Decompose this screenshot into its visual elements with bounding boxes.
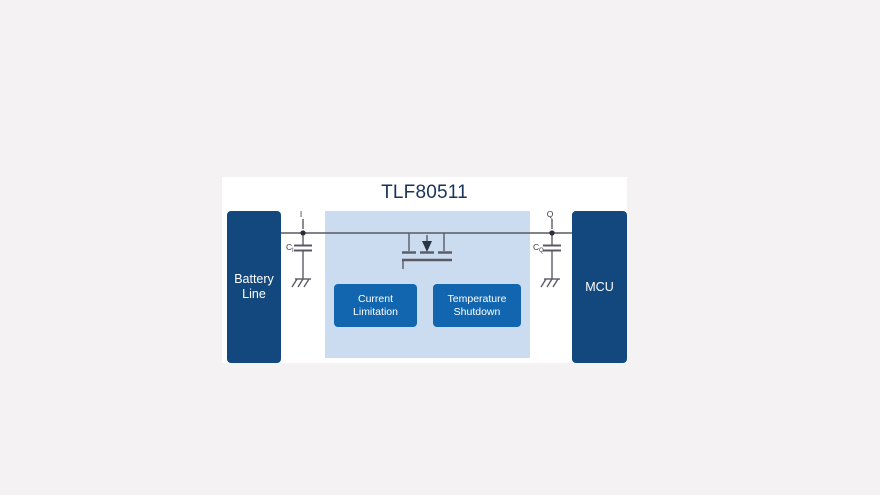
input-cap-label: C bbox=[286, 242, 292, 252]
block-battery-line-line2: Line bbox=[242, 287, 266, 301]
feature-temperature-shutdown-text: Temperature Shutdown bbox=[448, 293, 507, 319]
block-battery-line: Battery Line bbox=[227, 211, 281, 363]
block-battery-line-text: Battery Line bbox=[234, 272, 274, 302]
feature-temperature-shutdown: Temperature Shutdown bbox=[433, 284, 521, 327]
input-node-label: I bbox=[300, 209, 302, 219]
block-battery-line-line1: Battery bbox=[234, 272, 274, 286]
output-cap-subscript: Q bbox=[539, 248, 544, 254]
feature-current-limitation-line2: Limitation bbox=[353, 305, 398, 318]
input-cap-subscript: I bbox=[292, 248, 294, 254]
feature-current-limitation-text: Current Limitation bbox=[353, 293, 398, 319]
block-mcu-label: MCU bbox=[585, 279, 614, 294]
feature-current-limitation-line1: Current bbox=[357, 292, 393, 305]
diagram-card: TLF80511 Battery Line MCU Current Limita… bbox=[222, 177, 627, 363]
output-node-label: Q bbox=[547, 209, 554, 219]
page-title: TLF80511 bbox=[381, 182, 468, 203]
ground-icon-input bbox=[291, 278, 311, 288]
output-cap-label: C bbox=[533, 242, 539, 252]
feature-current-limitation: Current Limitation bbox=[334, 284, 417, 327]
output-node-dot bbox=[549, 230, 555, 236]
input-node-dot bbox=[300, 230, 306, 236]
block-mcu: MCU bbox=[572, 211, 627, 363]
feature-temperature-shutdown-line2: Shutdown bbox=[453, 305, 501, 318]
ground-icon-output bbox=[540, 278, 560, 288]
feature-temperature-shutdown-line1: Temperature bbox=[447, 292, 507, 305]
